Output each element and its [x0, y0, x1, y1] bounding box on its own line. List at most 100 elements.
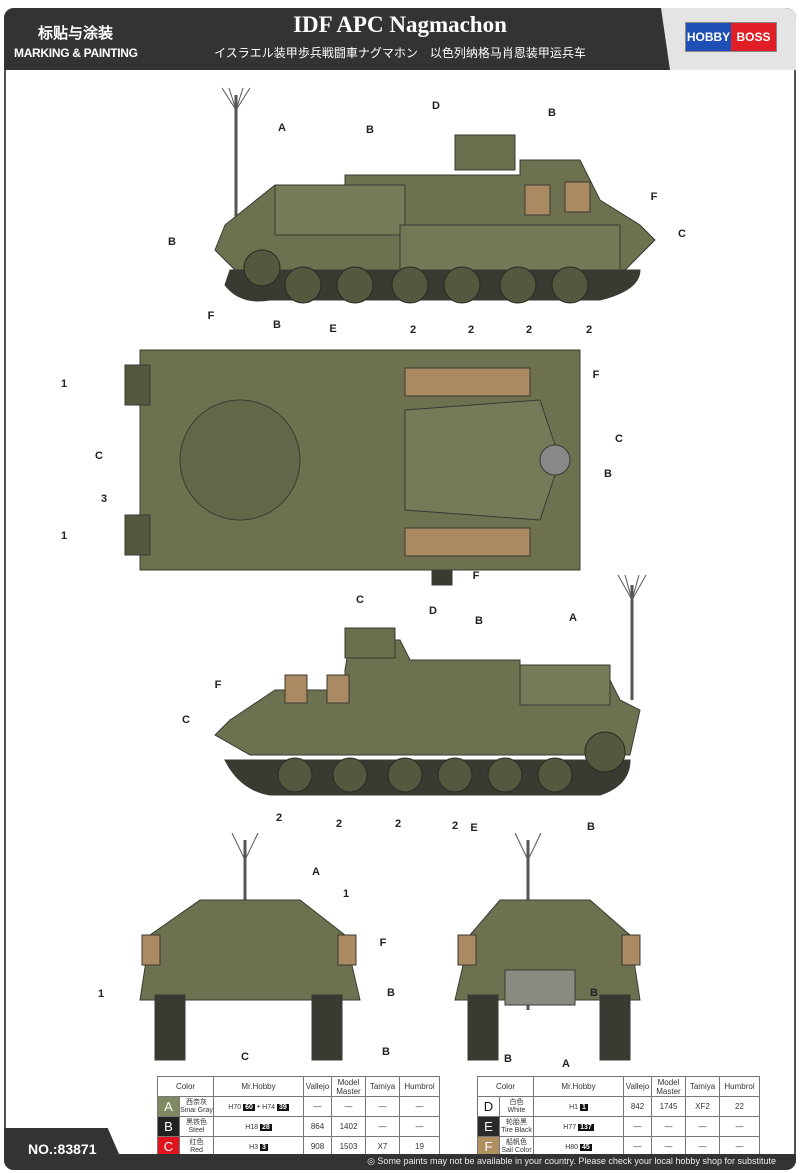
- callout-side-left: B: [548, 107, 556, 119]
- callout-side-right: C: [182, 714, 190, 726]
- callout-top: F: [472, 570, 480, 582]
- callout-side-right: 2: [275, 812, 283, 824]
- callout-front-rear: B: [504, 1053, 512, 1065]
- callout-side-left: 2: [467, 324, 475, 336]
- callout-front-rear: B: [382, 1046, 390, 1058]
- callout-top: C: [615, 433, 623, 445]
- callout-side-right: B: [475, 615, 483, 627]
- paint-table-right: Color Mr.Hobby Vallejo Model Master Tami…: [477, 1076, 760, 1157]
- cn-title: 标贴与涂装: [38, 25, 114, 42]
- callout-side-left: E: [329, 323, 337, 335]
- col-humbrol: Humbrol: [719, 1076, 760, 1097]
- mrhobby-code: H3 3: [249, 1144, 268, 1151]
- mrhobby-cell: H1 1: [533, 1096, 624, 1117]
- logo-boss: BOSS: [731, 23, 776, 51]
- callout-front-rear: C: [241, 1051, 249, 1063]
- tamiya-cell: —: [365, 1116, 400, 1137]
- callout-front-rear: A: [562, 1058, 570, 1070]
- mrhobby-code: H77 137: [563, 1124, 594, 1131]
- callout-side-right: B: [587, 821, 595, 833]
- col-model-master: Model Master: [331, 1076, 366, 1097]
- callout-front-rear: A: [312, 866, 320, 878]
- callout-side-right: A: [569, 612, 577, 624]
- humbrol-cell: —: [399, 1116, 440, 1137]
- color-swatch: A: [157, 1096, 180, 1117]
- footer-note: ◎ Some paints may not be available in yo…: [4, 1154, 796, 1170]
- col-tamiya: Tamiya: [365, 1076, 400, 1097]
- side-view-left: [214, 87, 656, 304]
- callout-side-left: B: [273, 319, 281, 331]
- callout-front-rear: B: [387, 987, 395, 999]
- humbrol-cell: —: [399, 1096, 440, 1117]
- vallejo-cell: —: [303, 1096, 332, 1117]
- tamiya-cell: —: [685, 1116, 720, 1137]
- mrhobby-code: H74 39: [262, 1104, 289, 1111]
- col-tamiya: Tamiya: [685, 1076, 720, 1097]
- callout-side-left: 2: [409, 324, 417, 336]
- callout-side-left: C: [678, 228, 686, 240]
- callout-side-right: 2: [394, 818, 402, 830]
- col-mrhobby: Mr.Hobby: [213, 1076, 304, 1097]
- callout-side-right: D: [429, 605, 437, 617]
- model-master-cell: —: [331, 1096, 366, 1117]
- col-vallejo: Vallejo: [623, 1076, 652, 1097]
- callout-top: 3: [100, 493, 108, 505]
- callout-top: F: [207, 310, 215, 322]
- paint-table-left: Color Mr.Hobby Vallejo Model Master Tami…: [157, 1076, 440, 1157]
- callout-side-left: 2: [585, 324, 593, 336]
- callout-top: 1: [60, 530, 68, 542]
- tamiya-cell: XF2: [685, 1096, 720, 1117]
- color-swatch: B: [157, 1116, 180, 1137]
- callout-front-rear: F: [379, 937, 387, 949]
- mrhobby-code: H70 60: [228, 1104, 255, 1111]
- kit-number: NO.:83871: [4, 1128, 126, 1170]
- callout-side-right: E: [470, 822, 478, 834]
- callout-side-right: F: [214, 679, 222, 691]
- col-model-master: Model Master: [651, 1076, 686, 1097]
- mrhobby-cell: H77 137: [533, 1116, 624, 1137]
- model-master-cell: 1402: [331, 1116, 366, 1137]
- front-view: [139, 832, 361, 1061]
- color-swatch: E: [477, 1116, 500, 1137]
- callout-top: 1: [60, 378, 68, 390]
- col-humbrol: Humbrol: [399, 1076, 440, 1097]
- callout-side-left: A: [278, 122, 286, 134]
- color-swatch: F: [477, 1136, 500, 1157]
- mrhobby-code: H18 28: [245, 1124, 272, 1131]
- callout-side-left: F: [650, 191, 658, 203]
- mrhobby-cell: H18 28: [213, 1116, 304, 1137]
- side-view-right: [214, 574, 647, 796]
- table-header-row: Color Mr.Hobby Vallejo Model Master Tami…: [477, 1076, 760, 1097]
- vallejo-cell: 864: [303, 1116, 332, 1137]
- top-view: [124, 349, 581, 586]
- col-vallejo: Vallejo: [303, 1076, 332, 1097]
- model-master-cell: —: [651, 1116, 686, 1137]
- hobbyboss-logo: HOBBY BOSS: [685, 22, 777, 52]
- header-bar: 标贴与涂装 MARKING & PAINTING: [4, 8, 796, 70]
- vallejo-cell: 842: [623, 1096, 652, 1117]
- col-color: Color: [157, 1076, 214, 1097]
- color-swatch: D: [477, 1096, 500, 1117]
- callout-top: C: [356, 594, 364, 606]
- callout-front-rear: 1: [97, 988, 105, 1000]
- page-subtitle: イスラエル装甲歩兵戦闘車ナグマホン 以色列纳格马肖恩装甲运兵车: [214, 46, 586, 60]
- callout-side-left: B: [168, 236, 176, 248]
- callout-side-right: 2: [451, 820, 459, 832]
- callout-side-left: D: [432, 100, 440, 112]
- callout-front-rear: 1: [342, 888, 350, 900]
- mrhobby-cell: H70 60 • H74 39: [213, 1096, 304, 1117]
- table-header-row: Color Mr.Hobby Vallejo Model Master Tami…: [157, 1076, 440, 1097]
- model-master-cell: 1745: [651, 1096, 686, 1117]
- rear-view: [454, 832, 641, 1061]
- callout-top: B: [604, 468, 612, 480]
- humbrol-cell: —: [719, 1116, 760, 1137]
- col-mrhobby: Mr.Hobby: [533, 1076, 624, 1097]
